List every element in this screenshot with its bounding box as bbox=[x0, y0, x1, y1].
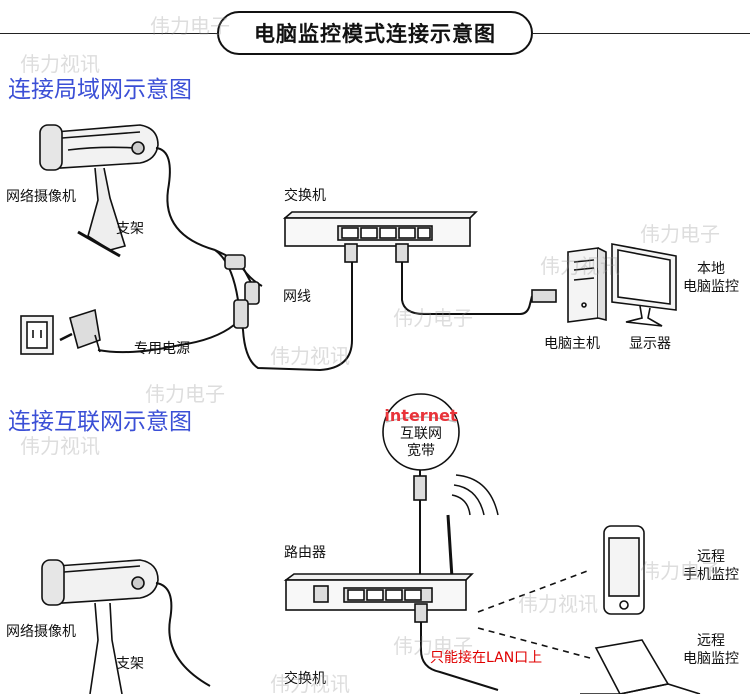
remote-pc-label-line1: 远程 bbox=[697, 633, 725, 649]
internet-bracket-label: 支架 bbox=[116, 656, 144, 672]
monitor-illustration bbox=[611, 243, 677, 327]
remote-pc-label: 远程 电脑监控 bbox=[676, 632, 746, 668]
pc-tower-illustration bbox=[567, 247, 607, 323]
remote-phone-label: 远程 手机监控 bbox=[676, 548, 746, 584]
monitor-label: 显示器 bbox=[629, 336, 671, 352]
remote-pc-label-line2: 电脑监控 bbox=[683, 651, 739, 667]
cloud-line2: 宽带 bbox=[407, 443, 435, 459]
local-pc-label: 本地 电脑监控 bbox=[678, 260, 744, 296]
lan-power-label: 专用电源 bbox=[134, 341, 190, 357]
router-illustration bbox=[283, 573, 474, 611]
pc-host-label: 电脑主机 bbox=[544, 336, 600, 352]
cloud-internet-word: internet bbox=[384, 406, 458, 425]
lan-switch-illustration bbox=[282, 211, 478, 247]
cloud-text: internet 互联网 宽带 bbox=[383, 406, 459, 460]
lan-port-note: 只能接在LAN口上 bbox=[430, 650, 543, 666]
remote-phone-label-line2: 手机监控 bbox=[683, 567, 739, 583]
lan-bracket-label: 支架 bbox=[116, 221, 144, 237]
laptop-illustration bbox=[580, 639, 701, 694]
lan-camera-label: 网络摄像机 bbox=[6, 189, 76, 205]
router-label: 路由器 bbox=[284, 545, 326, 561]
lan-switch-label: 交换机 bbox=[284, 188, 326, 204]
internet-heading: 连接互联网示意图 bbox=[8, 409, 192, 435]
lan-camera-illustration bbox=[39, 124, 159, 258]
lan-cable-label: 网线 bbox=[283, 289, 311, 305]
remote-phone-label-line1: 远程 bbox=[697, 549, 725, 565]
local-pc-label-line1: 本地 bbox=[697, 261, 725, 277]
cloud-line1: 互联网 bbox=[400, 426, 442, 442]
internet-camera-illustration bbox=[41, 559, 159, 694]
internet-cloud-illustration bbox=[382, 393, 460, 471]
lan-heading: 连接局域网示意图 bbox=[8, 77, 192, 103]
title-rule-left bbox=[0, 33, 217, 34]
local-pc-label-line2: 电脑监控 bbox=[683, 279, 739, 295]
title-rule-right bbox=[533, 33, 750, 34]
internet-switch-label: 交换机 bbox=[284, 671, 326, 687]
phone-illustration bbox=[603, 525, 645, 615]
internet-camera-label: 网络摄像机 bbox=[6, 624, 76, 640]
page-title: 电脑监控模式连接示意图 bbox=[217, 11, 533, 55]
